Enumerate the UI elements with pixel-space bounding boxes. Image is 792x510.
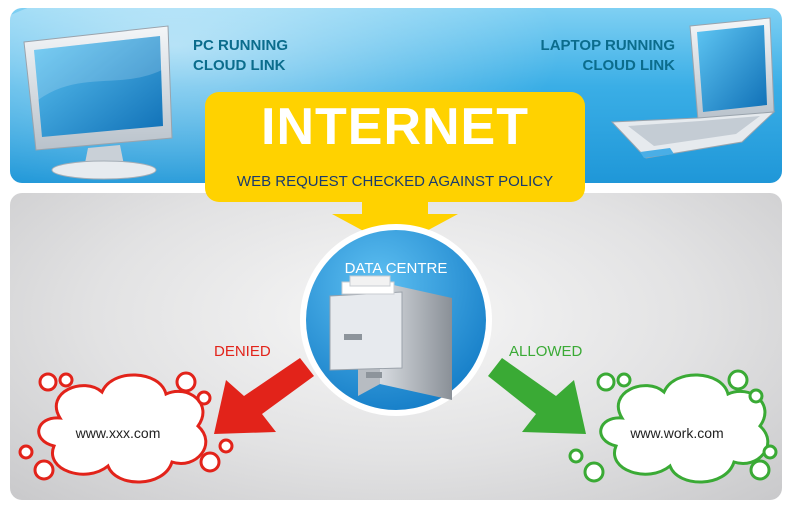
laptop-label-line1: LAPTOP RUNNING: [540, 37, 675, 54]
filing-cabinet-icon: [329, 275, 452, 400]
allowed-arrow: [488, 358, 586, 434]
allowed-site-label: www.work.com: [630, 425, 724, 441]
pc-label-line1: PC RUNNING: [193, 37, 289, 54]
policy-subtitle: WEB REQUEST CHECKED AGAINST POLICY: [236, 173, 554, 190]
laptop-label-line2: CLOUD LINK: [582, 57, 676, 74]
cloud-icon: [568, 369, 778, 484]
denied-arrow: [214, 358, 314, 434]
denied-site-label: www.xxx.com: [75, 425, 161, 441]
denied-label: DENIED: [214, 343, 271, 360]
laptop-label: LAPTOP RUNNING CLOUD LINK: [500, 36, 675, 76]
pc-label: PC RUNNING CLOUD LINK: [193, 36, 288, 76]
desktop-monitor-icon: [23, 25, 173, 180]
laptop-icon: [610, 17, 776, 159]
data-centre-label: DATA CENTRE: [344, 260, 448, 277]
pc-label-line2: CLOUD LINK: [193, 57, 286, 74]
allowed-label: ALLOWED: [509, 343, 583, 360]
internet-banner: [205, 92, 585, 248]
internet-title: INTERNET: [261, 98, 529, 156]
cloud-icon: [18, 371, 234, 484]
